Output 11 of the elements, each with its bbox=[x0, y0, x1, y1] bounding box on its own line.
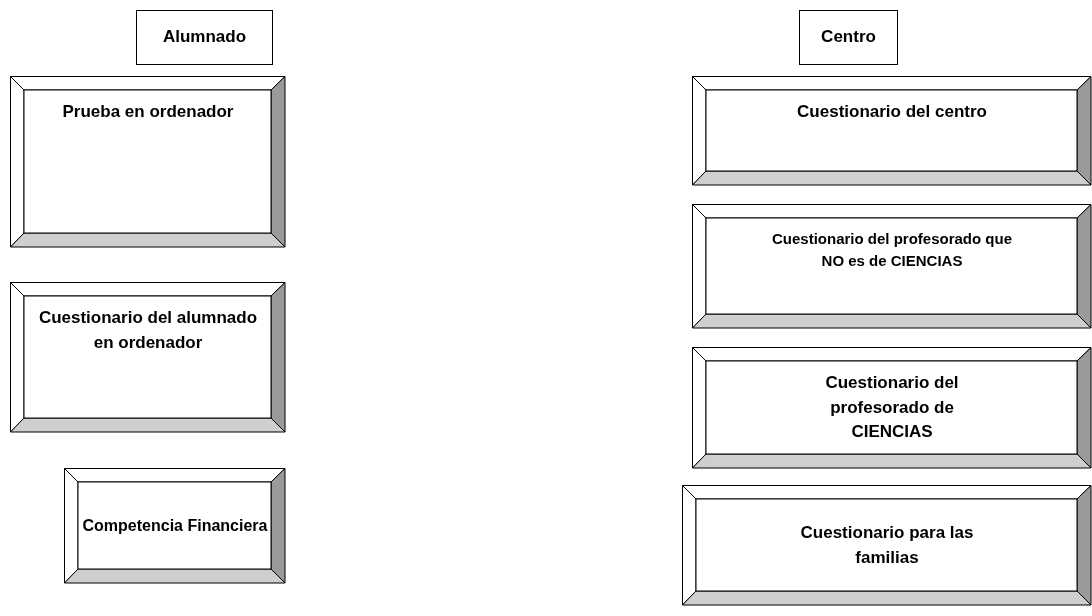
box-label: Cuestionario del profesorado de CIENCIAS bbox=[824, 372, 960, 444]
box-label: Centro bbox=[821, 26, 876, 49]
header-box bbox=[799, 10, 898, 65]
box-label: Alumnado bbox=[162, 26, 247, 49]
box-label: Cuestionario del centro bbox=[797, 101, 987, 123]
box-label: Competencia Financiera bbox=[82, 516, 268, 537]
box-label: Prueba en ordenador bbox=[62, 101, 234, 123]
header-box bbox=[136, 10, 273, 65]
box-label: Cuestionario para las familias bbox=[799, 521, 975, 569]
box-label: Cuestionario del alumnado en ordenador bbox=[37, 307, 259, 354]
box-label: Cuestionario del profesorado que NO es de CIENCIAS bbox=[771, 229, 1013, 271]
